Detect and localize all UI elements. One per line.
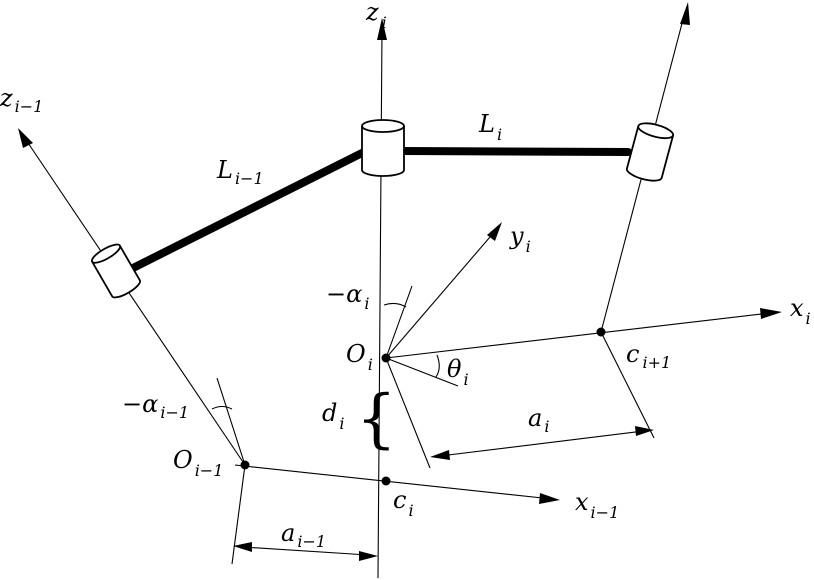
a-i-arrowhead-right	[635, 426, 654, 436]
z-axis-next-arrowhead	[680, 2, 690, 25]
a-prev-arrowhead-right	[359, 551, 378, 561]
point-o-i	[381, 353, 391, 363]
y-axis-i	[385, 229, 497, 359]
z-axis-prev	[21, 133, 246, 466]
a-i-arrowhead-left	[430, 450, 450, 460]
x-axis-prev-arrowhead	[539, 493, 560, 504]
alpha-i-reference-line	[385, 285, 413, 359]
projection-line-oi	[385, 357, 431, 469]
extension-line-o-prev	[231, 464, 246, 565]
z-axis-prev-arrowhead	[18, 128, 33, 148]
joint-cylinder-next	[626, 122, 675, 182]
theta-i-arc	[435, 354, 440, 378]
point-o-prev	[240, 460, 250, 470]
point-c-next	[596, 327, 606, 337]
projection-line-c-next	[600, 331, 655, 439]
link-l-i	[398, 147, 632, 156]
link-l-prev	[129, 148, 368, 272]
d-i-brace: {	[356, 382, 397, 456]
y-axis-i-arrowhead	[487, 222, 502, 241]
z-axis-i	[377, 29, 383, 579]
a-i-dimension-line	[439, 430, 645, 457]
point-c-i	[381, 476, 391, 486]
alpha-prev-reference-line	[216, 377, 246, 466]
theta-i-reference-line	[385, 357, 459, 387]
x-axis-i	[385, 312, 771, 359]
x-axis-prev	[234, 464, 553, 500]
joint-cylinder-i	[361, 119, 405, 177]
z-axis-i-arrowhead	[377, 18, 387, 40]
alpha-i-arc	[383, 302, 407, 308]
a-prev-arrowhead-left	[233, 542, 252, 552]
joint-cylinder-prev	[91, 243, 141, 299]
a-prev-dimension-line	[242, 546, 369, 556]
x-axis-i-arrowhead	[760, 308, 782, 319]
alpha-prev-arc	[211, 405, 233, 410]
